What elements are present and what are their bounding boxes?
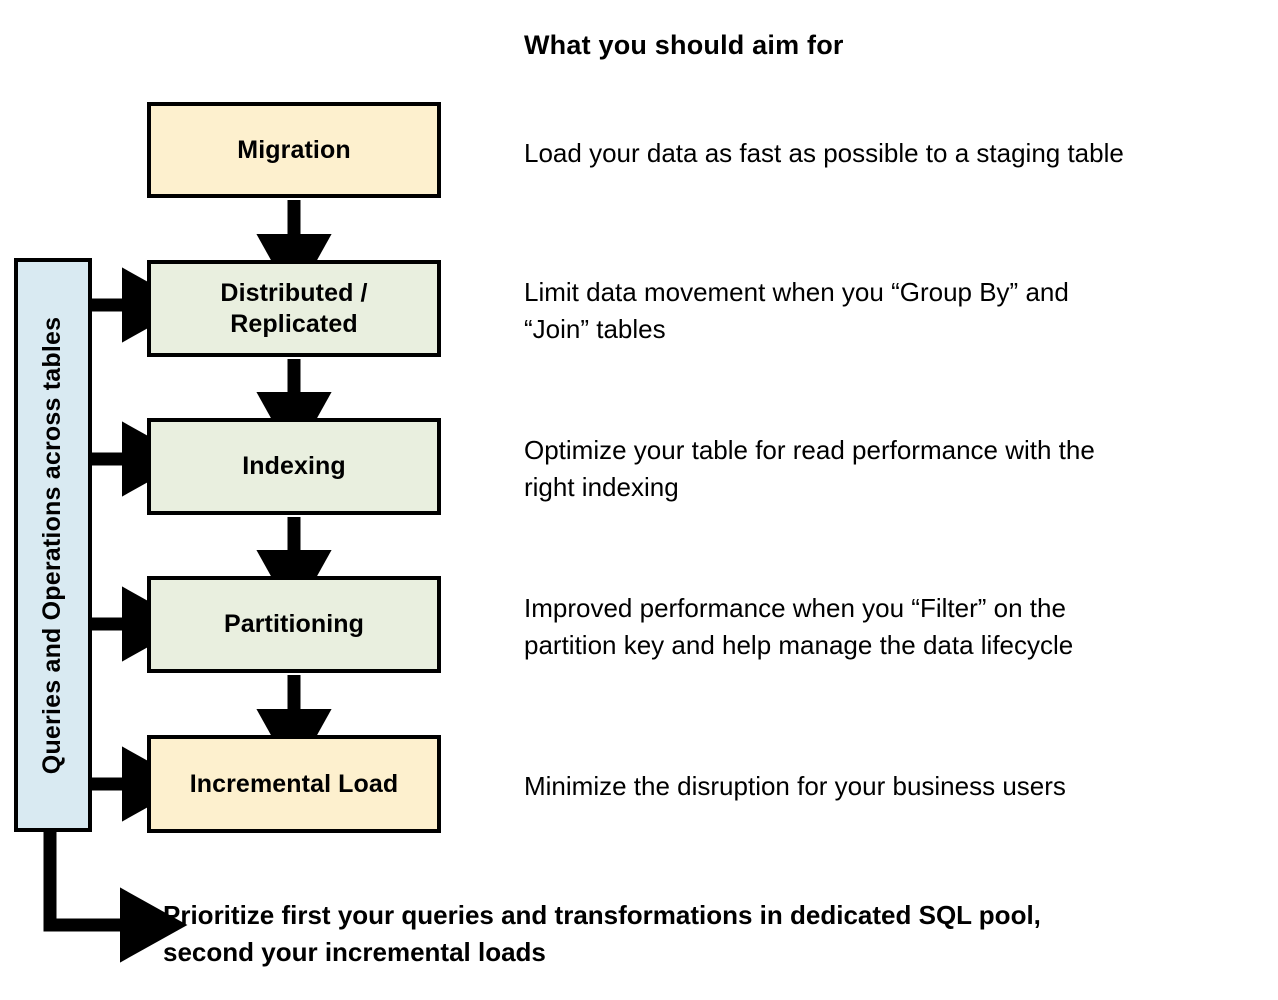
page-title: What you should aim for	[524, 30, 844, 60]
stage-label-line2: Replicated	[230, 309, 358, 338]
queries-bar-label: Queries and Operations across tables	[38, 316, 67, 774]
description-partitioning: Improved performance when you “Filter” o…	[524, 590, 1234, 664]
description-line1: Improved performance when you “Filter” o…	[524, 593, 1066, 623]
stage-box-indexing[interactable]: Indexing	[147, 418, 441, 515]
stage-box-partitioning[interactable]: Partitioning	[147, 576, 441, 673]
stage-label-incremental-load: Incremental Load	[189, 769, 399, 798]
description-line1: Optimize your table for read performance…	[524, 435, 1095, 465]
stage-label-line1: Distributed /	[220, 279, 368, 307]
description-indexing: Optimize your table for read performance…	[524, 432, 1234, 506]
description-line2: partition key and help manage the data l…	[524, 629, 1074, 660]
stage-label-partitioning: Partitioning	[223, 610, 365, 639]
description-migration: Load your data as fast as possible to a …	[524, 138, 1124, 168]
stage-label-migration: Migration	[237, 135, 351, 164]
stage-box-distributed-replicated[interactable]: Distributed / Replicated	[147, 260, 441, 357]
queries-and-operations-bar: Queries and Operations across tables	[14, 258, 92, 832]
bottom-callout-line2: second your incremental loads	[163, 936, 546, 967]
description-distributed-replicated: Limit data movement when you “Group By” …	[524, 274, 1234, 348]
description-incremental-load: Minimize the disruption for your busines…	[524, 771, 1066, 801]
description-line2: right indexing	[524, 471, 679, 502]
description-line1: Limit data movement when you “Group By” …	[524, 277, 1069, 307]
stage-label-indexing: Indexing	[242, 452, 346, 481]
description-line2: “Join” tables	[524, 313, 666, 344]
stage-label-distributed-replicated: Distributed / Replicated	[220, 278, 367, 339]
bottom-callout: Prioritize first your queries and transf…	[163, 897, 1223, 971]
stage-box-migration[interactable]: Migration	[147, 102, 441, 198]
bottom-callout-line1: Prioritize first your queries and transf…	[163, 900, 1041, 930]
arrow-bar-to-callout	[43, 826, 188, 963]
stage-box-incremental-load[interactable]: Incremental Load	[147, 735, 441, 833]
